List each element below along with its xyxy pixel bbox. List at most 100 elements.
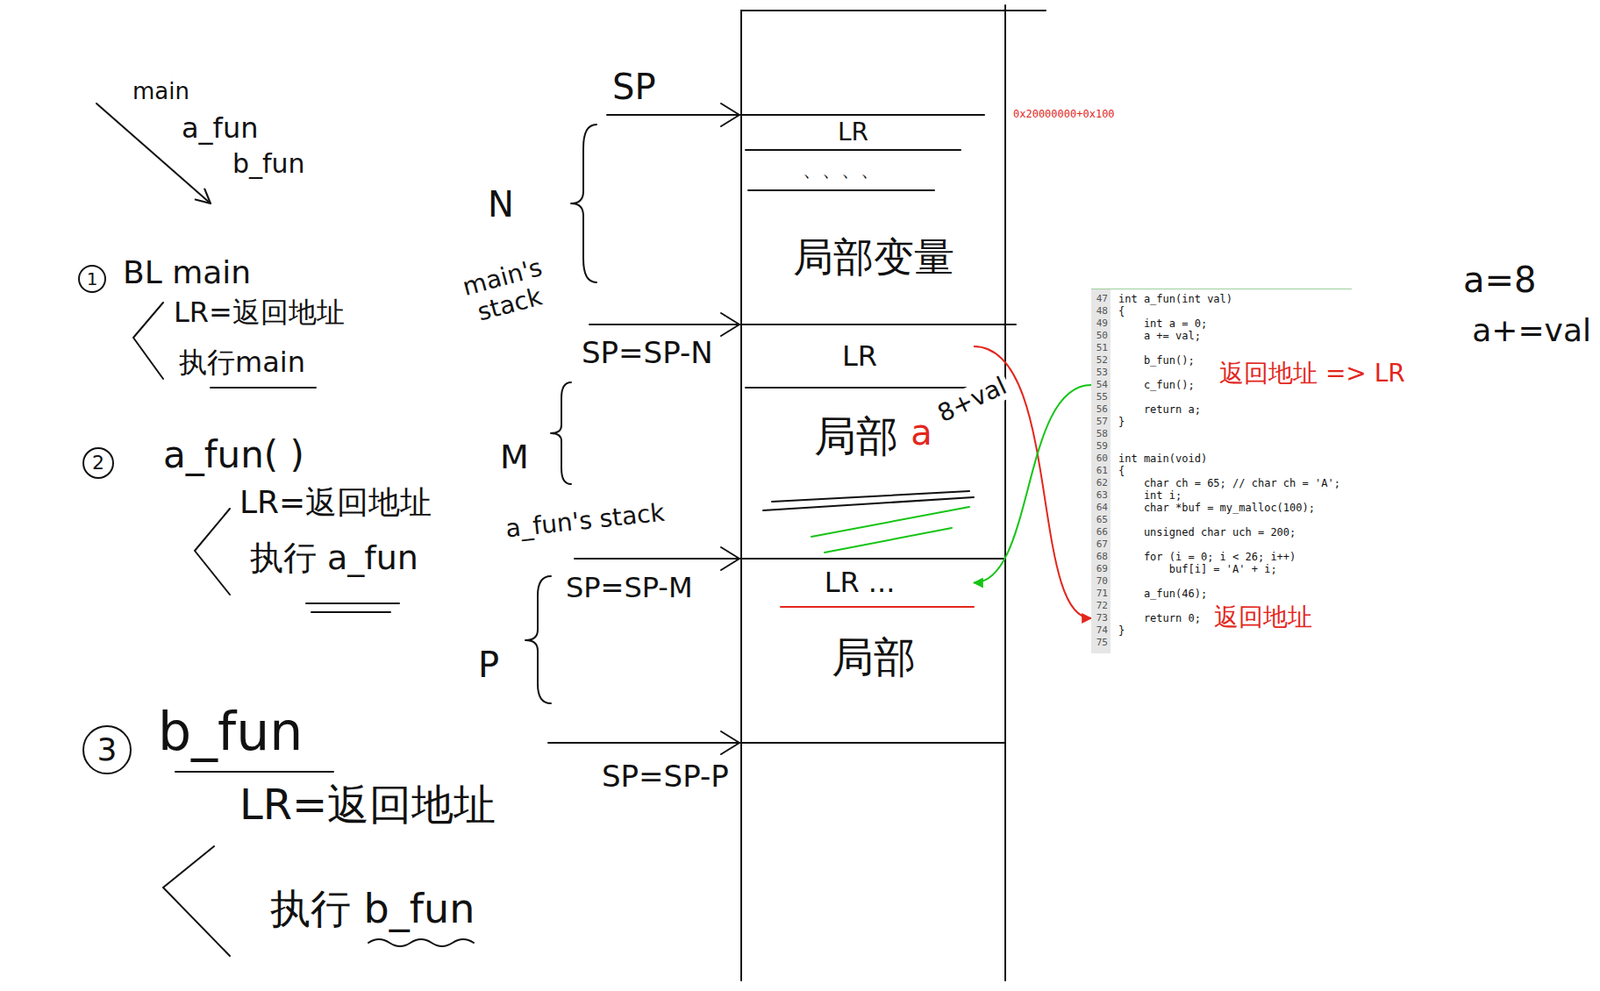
annotation: 返回地址	[1214, 603, 1313, 632]
line-number: 57	[1091, 415, 1108, 429]
stack-divider	[741, 114, 985, 116]
stack-divider	[741, 557, 1006, 560]
annotation: BL main	[122, 254, 251, 291]
code-line: {	[1118, 305, 1125, 318]
annotation: 0x20000000+0x100	[1013, 108, 1115, 122]
code-line: buf[i] = 'A' + i;	[1118, 563, 1278, 576]
cell-text: 、、、、	[802, 158, 880, 181]
frame-brace	[525, 576, 551, 704]
call-chain-arrowhead	[195, 189, 211, 205]
annotation: P	[478, 644, 500, 686]
code-line: int main(void)	[1118, 452, 1208, 465]
line-number: 56	[1091, 403, 1108, 416]
line-number: 52	[1091, 354, 1108, 367]
cell-text: a	[910, 412, 933, 453]
annotation: SP=SP-P	[601, 759, 729, 794]
stack-divider	[745, 386, 974, 389]
annotation: SP=SP-N	[581, 335, 714, 371]
stack-cell: 、、、、	[748, 150, 935, 191]
line-number: 61	[1091, 464, 1108, 478]
annotation: main	[132, 78, 190, 106]
step-number: 3	[97, 731, 118, 768]
line-number: 68	[1091, 550, 1108, 564]
sp-arrowhead	[721, 731, 740, 755]
line-number: 72	[1091, 600, 1108, 613]
cell-text: 局部	[831, 633, 916, 682]
sp-pointer	[589, 323, 740, 326]
annotation: 执行 a_fun	[250, 539, 419, 579]
annotation: SP=SP-M	[565, 571, 693, 605]
annotation: a=8	[1463, 259, 1536, 300]
stack-divider	[748, 189, 935, 192]
code-line: int i;	[1118, 489, 1182, 502]
underline	[311, 611, 391, 614]
code-line: a_fun(46);	[1118, 587, 1208, 600]
frame-brace	[571, 124, 597, 283]
line-number: 73	[1091, 612, 1108, 625]
underline	[306, 602, 400, 605]
stack-cell: 局部变量	[741, 190, 1006, 325]
cell-text: LR	[842, 340, 878, 373]
stack-wall	[1004, 5, 1007, 981]
code-line: for (i = 0; i < 26; i++)	[1118, 550, 1296, 564]
code-line: a += val;	[1118, 329, 1201, 343]
annotation: M	[500, 438, 529, 478]
annotation: LR=返回地址	[239, 780, 496, 829]
stack-cell: LR ...	[745, 558, 974, 608]
line-number: 62	[1091, 477, 1108, 490]
code-line: c_fun();	[1118, 378, 1195, 392]
line-number: 55	[1091, 391, 1108, 404]
line-number: 53	[1091, 366, 1108, 379]
annotation: 执行main	[178, 346, 306, 379]
code-line: char *buf = my_malloc(100);	[1118, 501, 1315, 515]
annotation: 执行 b_fun	[270, 885, 475, 933]
cell-text: LR	[837, 118, 869, 147]
strike-scribble	[811, 507, 970, 537]
line-number: 70	[1091, 575, 1108, 588]
line-number: 51	[1091, 342, 1108, 355]
line-number: 48	[1091, 305, 1108, 318]
stack-divider	[741, 742, 1006, 744]
annotation: b_fun	[232, 149, 306, 180]
step-circle	[78, 265, 106, 293]
line-number: 64	[1091, 501, 1108, 515]
sp-pointer	[574, 557, 740, 560]
line-number: 54	[1091, 378, 1108, 392]
sp-pointer	[548, 742, 740, 744]
sp-arrowhead	[721, 103, 740, 127]
code-line: }	[1118, 415, 1125, 429]
line-number: 69	[1091, 563, 1108, 576]
line-number: 49	[1091, 317, 1108, 330]
annotation: main's stack	[443, 249, 569, 334]
annotation: a_fun	[181, 112, 258, 145]
code-line: return 0;	[1118, 612, 1201, 625]
stack-divider	[780, 606, 974, 608]
underline	[210, 386, 316, 389]
stack-divider	[741, 323, 1016, 326]
strike-scribble	[763, 497, 974, 511]
stack-cell: 局部	[741, 607, 1006, 743]
line-number: 71	[1091, 587, 1108, 600]
line-number: 50	[1091, 329, 1108, 343]
stack-cell: LR	[745, 114, 961, 150]
stack-cell: LR	[745, 324, 974, 388]
sp-arrowhead	[721, 547, 740, 571]
connector-arrow	[973, 385, 1092, 584]
line-number: 67	[1091, 538, 1108, 551]
frame-brace	[550, 382, 572, 485]
annotation: SP	[612, 66, 657, 108]
underline	[175, 771, 334, 773]
code-line: {	[1118, 464, 1125, 478]
step-number: 2	[92, 451, 105, 474]
annotation: a_fun( )	[163, 434, 305, 477]
line-number: 66	[1091, 526, 1108, 539]
annotation: a+=val	[1471, 312, 1592, 349]
annotation: LR=返回地址	[173, 296, 345, 329]
strike-scribble	[824, 528, 952, 553]
code-line: return a;	[1118, 403, 1201, 416]
stack-top	[741, 9, 1046, 12]
cell-text: 局部变量	[792, 234, 955, 281]
step-bracket	[194, 508, 230, 595]
code-panel: int a_fun(int val){ int a = 0; a += val;…	[1091, 288, 1352, 654]
code-line: b_fun();	[1118, 354, 1195, 367]
